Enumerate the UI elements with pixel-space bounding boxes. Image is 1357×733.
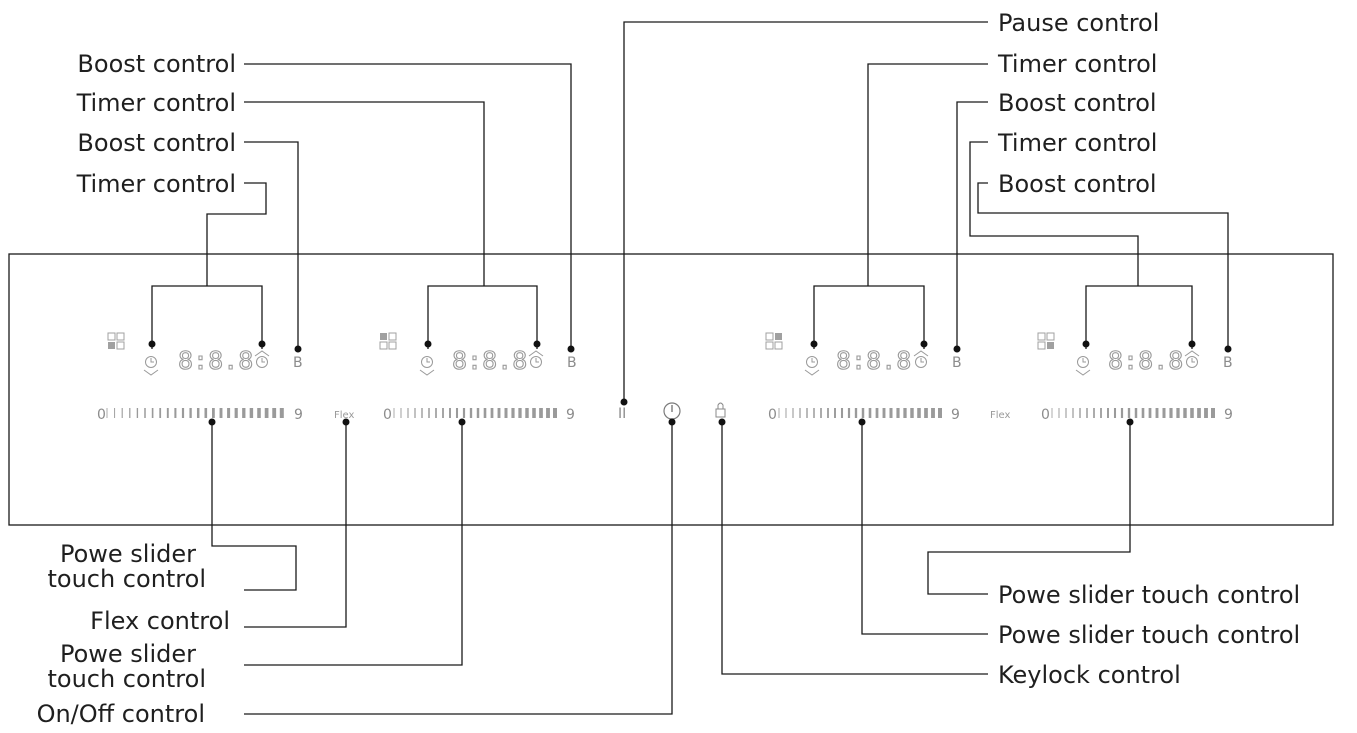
leader-slider-4 — [927, 422, 1131, 595]
leader-slider-3 — [861, 422, 988, 635]
lock-icon — [715, 402, 726, 418]
label-timer-control: Timer control — [76, 89, 236, 117]
zone-2-controls: 8:8.8 B 0 9 — [379, 332, 577, 423]
zone-1-icon — [107, 332, 125, 350]
cooktop-panel — [8, 253, 1334, 526]
power-icon — [663, 402, 681, 420]
leader-boost-1 — [244, 63, 572, 349]
leader-boost-4 — [977, 182, 1229, 349]
slider-min: 0 — [97, 407, 106, 423]
leader-slider-2 — [244, 422, 463, 666]
timer-down-icon — [143, 356, 159, 376]
power-slider[interactable] — [1051, 408, 1215, 418]
label-timer-control: Timer control — [997, 129, 1157, 157]
label-power-slider: Powe slider — [60, 540, 196, 568]
label-pause-control: Pause control — [998, 9, 1159, 37]
zone-2-icon — [379, 332, 397, 350]
timer-up-icon — [528, 350, 544, 368]
callout-labels: Boost control Timer control Boost contro… — [37, 9, 1301, 728]
slider-min: 0 — [1041, 407, 1050, 423]
leader-boost-3 — [956, 101, 988, 349]
slider-max: 9 — [951, 407, 960, 423]
leader-onoff — [244, 422, 673, 715]
leader-keylock — [721, 422, 988, 675]
zone-display: 8:8.8 — [452, 346, 527, 375]
slider-min: 0 — [768, 407, 777, 423]
pause-glyph: II — [618, 406, 626, 422]
slider-max: 9 — [566, 407, 575, 423]
leader-timer-4 — [969, 141, 1139, 286]
label-power-slider: touch control — [47, 565, 206, 593]
leader-timer-2-bracket — [151, 285, 263, 349]
timer-up-icon — [913, 350, 929, 368]
label-boost-control: Boost control — [77, 129, 236, 157]
zone-1-controls: 8:8.8 B 0 9 Flex — [97, 332, 355, 423]
zone-display: 8:8.8 — [836, 346, 911, 375]
leader-timer-4-bracket — [1085, 285, 1193, 349]
zone-display: 8:8.8 — [178, 346, 253, 375]
leader-timer-2 — [206, 182, 267, 286]
flex-label: Flex — [334, 410, 355, 421]
label-flex-control: Flex control — [90, 607, 230, 635]
boost-glyph: B — [293, 355, 303, 371]
power-slider[interactable] — [393, 408, 557, 418]
zone-4-controls: 8:8.8 B 0 9 — [1037, 332, 1233, 423]
label-power-slider: Powe slider touch control — [998, 581, 1300, 609]
leader-timer-1-bracket — [427, 285, 538, 349]
leader-timer-3 — [867, 63, 988, 286]
zone-4-icon — [1037, 332, 1055, 350]
flex-label: Flex — [990, 410, 1011, 421]
zone-display: 8:8.8 — [1108, 346, 1183, 375]
zone-3-controls: 8:8.8 B 0 9 Flex — [765, 332, 1011, 423]
timer-up-icon — [254, 350, 270, 368]
boost-glyph: B — [1223, 355, 1233, 371]
label-timer-control: Timer control — [76, 170, 236, 198]
timer-down-icon — [419, 356, 435, 376]
zone-3-icon — [765, 332, 783, 350]
label-boost-control: Boost control — [998, 170, 1157, 198]
leader-boost-2 — [244, 141, 299, 349]
label-boost-control: Boost control — [77, 50, 236, 78]
label-keylock-control: Keylock control — [998, 661, 1181, 689]
leader-timer-1 — [244, 101, 485, 286]
timer-down-icon — [804, 356, 820, 376]
label-timer-control: Timer control — [997, 50, 1157, 78]
leader-flex — [244, 422, 347, 628]
leader-dots — [148, 340, 1232, 426]
leader-slider-1 — [211, 422, 297, 591]
label-boost-control: Boost control — [998, 89, 1157, 117]
leader-lines — [151, 21, 1229, 715]
label-power-slider: Powe slider touch control — [998, 621, 1300, 649]
power-slider[interactable] — [778, 408, 942, 418]
timer-down-icon — [1075, 356, 1091, 376]
power-slider[interactable] — [106, 408, 284, 418]
center-controls: II — [618, 402, 726, 422]
timer-up-icon — [1184, 350, 1200, 368]
slider-max: 9 — [1224, 407, 1233, 423]
label-power-slider: Powe slider — [60, 640, 196, 668]
boost-glyph: B — [952, 355, 962, 371]
leader-timer-3-bracket — [813, 285, 925, 349]
boost-glyph: B — [567, 355, 577, 371]
label-onoff-control: On/Off control — [37, 700, 205, 728]
leader-pause — [623, 21, 988, 402]
slider-max: 9 — [294, 407, 303, 423]
slider-min: 0 — [383, 407, 392, 423]
label-power-slider: touch control — [47, 665, 206, 693]
